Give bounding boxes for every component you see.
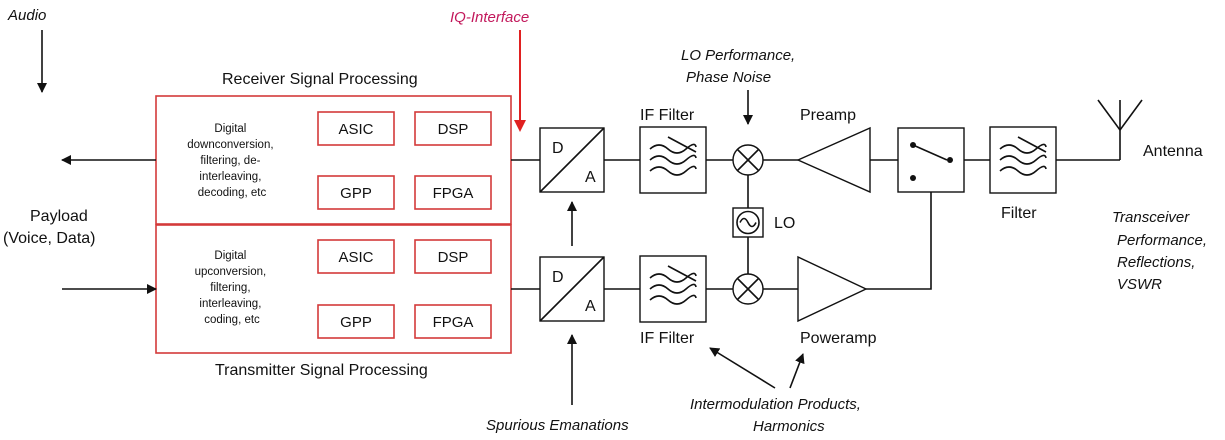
transmitter-dsp-chip bbox=[414, 239, 492, 274]
rf-filter bbox=[989, 126, 1057, 194]
antenna-right-arm bbox=[1119, 99, 1143, 131]
filter-label: Filter bbox=[1001, 205, 1037, 222]
payload-voice-data-label: (Voice, Data) bbox=[3, 230, 95, 247]
payload-label: Payload bbox=[30, 208, 88, 225]
receiver-asic-label: ASIC bbox=[338, 121, 373, 138]
transmitter-gpp-label: GPP bbox=[340, 314, 372, 331]
tx-converter-d: D bbox=[552, 269, 564, 286]
receiver-asic-chip bbox=[317, 111, 395, 146]
rf-filter-symbol bbox=[999, 136, 1047, 176]
duplex-switch bbox=[897, 127, 965, 193]
antenna-label: Antenna bbox=[1143, 143, 1203, 160]
tx-converter-a: A bbox=[585, 298, 596, 315]
receiver-gpp-label: GPP bbox=[340, 185, 372, 202]
tx-wire-to-switch bbox=[866, 192, 932, 290]
transmitter-fpga-chip bbox=[414, 304, 492, 339]
transmitter-dsp-label: DSP bbox=[438, 249, 469, 266]
preamp-label: Preamp bbox=[800, 107, 856, 124]
preamp-triangle bbox=[796, 126, 871, 194]
intermod-arrow-left bbox=[709, 347, 776, 389]
if-filter-bottom-label: IF Filter bbox=[640, 330, 695, 347]
receiver-dsp-chip bbox=[414, 111, 492, 146]
receiver-dsp-label: DSP bbox=[438, 121, 469, 138]
poweramp-label: Poweramp bbox=[800, 330, 877, 347]
transmitter-fpga-label: FPGA bbox=[433, 314, 474, 331]
rx-converter-a: A bbox=[585, 169, 596, 186]
receiver-title: Receiver Signal Processing bbox=[222, 71, 418, 88]
if-filter-top-label: IF Filter bbox=[640, 107, 695, 124]
antenna-left-arm bbox=[1097, 99, 1121, 131]
lo-performance-label: LO Performance, bbox=[681, 47, 795, 64]
if-filter-top-symbol bbox=[649, 136, 697, 176]
lo-label: LO bbox=[774, 215, 795, 232]
intermod-arrow-right bbox=[789, 353, 805, 389]
transmitter-title: Transmitter Signal Processing bbox=[215, 362, 428, 379]
if-filter-top bbox=[639, 126, 707, 194]
receiver-fpga-label: FPGA bbox=[433, 185, 474, 202]
poweramp-triangle bbox=[797, 255, 868, 323]
iq-interface-label: IQ-Interface bbox=[450, 9, 529, 26]
harmonics-label: Harmonics bbox=[753, 418, 825, 435]
transceiver-notes: Transceiver Performance, Reflections, VS… bbox=[1112, 209, 1211, 293]
receiver-description: Digital downconversion, filtering, de- i… bbox=[187, 123, 277, 199]
transmitter-asic-chip bbox=[317, 239, 395, 274]
receiver-fpga-chip bbox=[414, 175, 492, 210]
transmitter-asic-label: ASIC bbox=[338, 249, 373, 266]
rx-converter-d: D bbox=[552, 140, 564, 157]
intermod-label: Intermodulation Products, bbox=[690, 396, 861, 413]
transmitter-description: Digital upconversion, filtering, interle… bbox=[195, 250, 270, 326]
transmitter-gpp-chip bbox=[317, 304, 395, 339]
spurious-label: Spurious Emanations bbox=[486, 417, 629, 434]
phase-noise-label: Phase Noise bbox=[686, 69, 771, 86]
if-filter-bottom bbox=[639, 255, 707, 323]
if-filter-bottom-symbol bbox=[649, 265, 697, 305]
audio-label: Audio bbox=[7, 7, 46, 24]
receiver-gpp-chip bbox=[317, 175, 395, 210]
